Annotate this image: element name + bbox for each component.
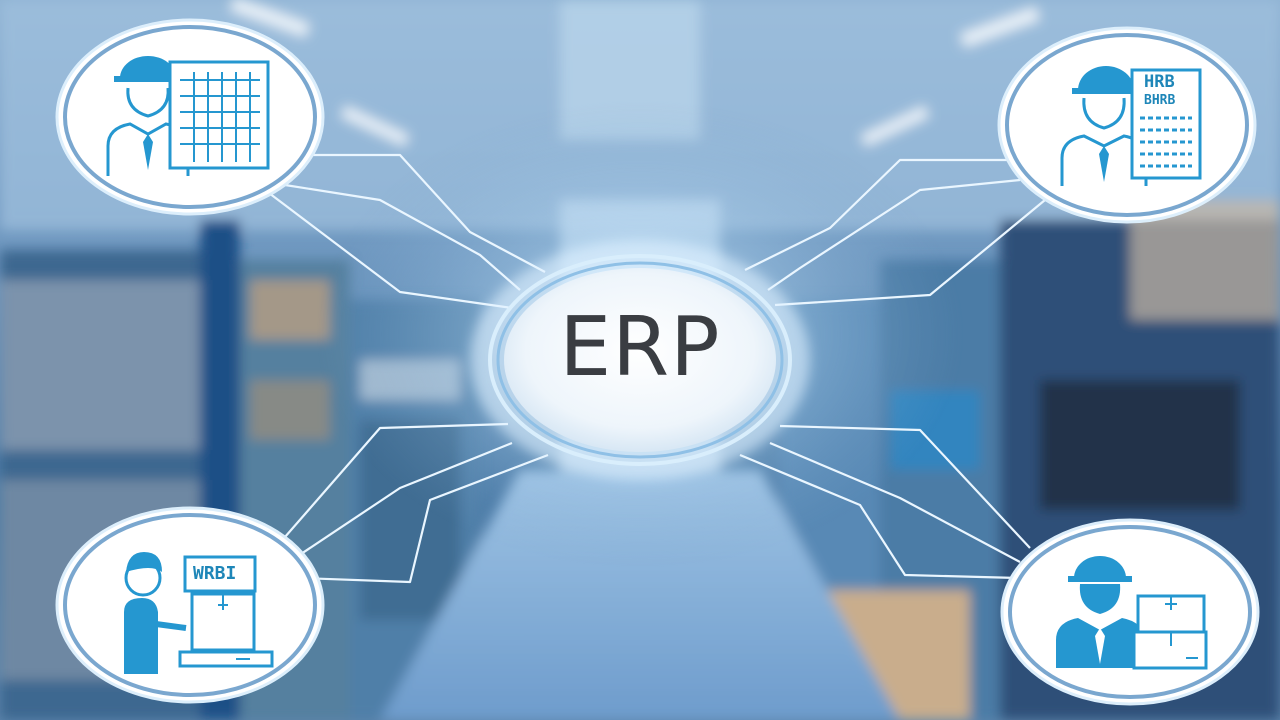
report-board-line: BHRB (1144, 93, 1176, 108)
connector-line (744, 158, 1015, 271)
connector-line (264, 189, 513, 310)
node-worker-boxes (1000, 518, 1260, 706)
connector-line (277, 422, 509, 546)
connector-line (767, 178, 1021, 291)
clerk-with-package-icon (124, 552, 274, 674)
connector-line (291, 441, 513, 561)
connector-lines (264, 153, 1046, 584)
report-board-title: HRB (1144, 72, 1175, 92)
node-worker-report (997, 26, 1257, 224)
node-clerk-package (55, 506, 325, 704)
node-worker-calendar (55, 18, 325, 216)
worker-with-calendar-icon (106, 56, 270, 176)
package-sign-text: WRBI (193, 563, 237, 584)
connector-line (769, 441, 1021, 563)
worker-with-report-board-icon (1060, 66, 1202, 186)
erp-hub-label: ERP (559, 299, 721, 395)
connector-line (774, 199, 1046, 307)
connector-line (739, 453, 1019, 580)
erp-hub (470, 240, 810, 480)
worker-with-boxes-icon (1056, 556, 1208, 670)
connector-line (299, 453, 549, 584)
connector-line (779, 424, 1031, 549)
connector-line (284, 183, 521, 291)
connector-line (300, 153, 546, 273)
